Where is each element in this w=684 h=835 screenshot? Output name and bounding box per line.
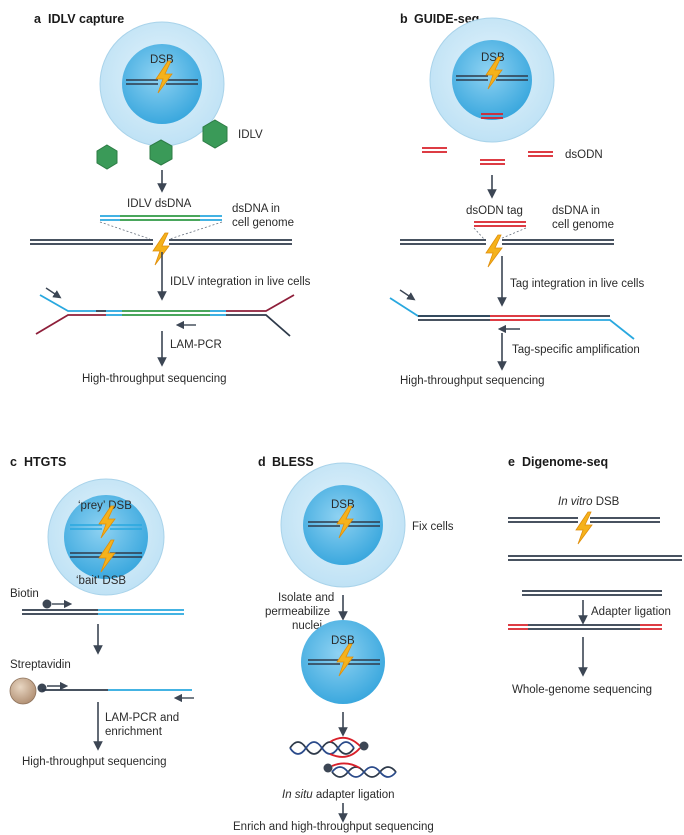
step-label-2: enrichment	[105, 726, 163, 738]
primer-arrow	[45, 287, 62, 299]
panel-b-title: GUIDE-seq	[414, 12, 479, 26]
dsb-dna	[508, 517, 660, 523]
genome-label-2: cell genome	[232, 217, 294, 229]
panel-d: d BLESS DSB Fix cells Isolate and permea…	[233, 455, 454, 833]
dsodn-tag-strand	[474, 221, 526, 227]
adapter-label: Adapter ligation	[591, 606, 671, 618]
dsb-label: DSB	[481, 52, 505, 64]
primer-arrow	[399, 289, 416, 301]
panel-c-letter: c	[10, 455, 17, 469]
isolate-label-2: permeabilize	[265, 606, 330, 618]
step-label-1: LAM-PCR and	[105, 712, 179, 724]
idlv-hex-icon	[149, 139, 173, 166]
dsb-dna	[126, 79, 198, 85]
helix-lower	[331, 762, 397, 778]
panel-d-letter: d	[258, 455, 266, 469]
in-vitro-label: In vitro DSB	[558, 496, 620, 508]
panel-e: e Digenome-seq In vitro DSB Adapter liga…	[508, 455, 682, 696]
streptavidin-label: Streptavidin	[10, 659, 71, 671]
dsodn-label: dsODN	[565, 149, 603, 161]
junction-dna	[22, 609, 184, 615]
panel-b: b GUIDE-seq DSB dsODN dsODN tag dsDNA in…	[389, 12, 644, 387]
prey-dsb-label: ‘prey’ DSB	[78, 500, 132, 512]
result-label: High-throughput sequencing	[400, 375, 545, 387]
panel-b-letter: b	[400, 12, 408, 26]
biotin-marker	[37, 683, 47, 693]
genomic-dna	[508, 555, 682, 561]
panel-d-title: BLESS	[272, 455, 314, 469]
streptavidin-bead	[9, 677, 37, 705]
fix-cells-label: Fix cells	[412, 521, 454, 533]
isolate-label-1: Isolate and	[278, 592, 334, 604]
fragment-dna	[522, 590, 662, 596]
lightning-icon	[152, 232, 170, 266]
idlv-hex-icon	[202, 119, 228, 149]
dsb-label: DSB	[150, 54, 174, 66]
integrated-dna	[389, 297, 635, 340]
result-label: Enrich and high-throughput sequencing	[233, 821, 434, 833]
genome-label-1: dsDNA in	[552, 205, 600, 217]
genome-label-1: dsDNA in	[232, 203, 280, 215]
dsodn-fragments	[422, 147, 553, 165]
idlv-label: IDLV	[238, 129, 263, 141]
dsb-dna	[308, 521, 380, 527]
panel-e-letter: e	[508, 455, 515, 469]
step1-label: IDLV integration in live cells	[170, 276, 311, 288]
genome-dna	[30, 239, 292, 245]
step2-label: Tag-specific amplification	[512, 344, 640, 356]
nucleus	[64, 495, 148, 579]
panel-a-title: IDLV capture	[48, 12, 124, 26]
dsodn-in-nucleus	[481, 113, 503, 119]
helix-upper	[289, 736, 361, 758]
biotin-label: Biotin	[10, 588, 39, 600]
panel-c: c HTGTS ‘prey’ DSB ‘bait’ DSB Biotin Str…	[9, 455, 194, 768]
dsb-label-1: DSB	[331, 499, 355, 511]
panel-e-title: Digenome-seq	[522, 455, 608, 469]
bait-dsb-label: ‘bait’ DSB	[76, 575, 126, 587]
genome-dna	[400, 239, 614, 245]
insertion-guides	[99, 221, 223, 240]
dsb-dna	[456, 75, 528, 81]
in-situ-label: In situ adapter ligation	[282, 789, 395, 801]
result-label: High-throughput sequencing	[22, 756, 167, 768]
step1-label: Tag integration in live cells	[510, 278, 644, 290]
integrated-dna	[35, 294, 295, 337]
idlv-hex-icon	[96, 144, 118, 170]
panel-c-title: HTGTS	[24, 455, 66, 469]
insertion-guides	[473, 227, 527, 240]
lightning-icon	[575, 511, 593, 545]
adapter-marker	[359, 741, 369, 751]
isolate-label-3: nuclei	[292, 620, 322, 632]
prey-dna	[70, 524, 142, 530]
adapter-marker	[323, 763, 333, 773]
step2-label: LAM-PCR	[170, 339, 222, 351]
panel-a-letter: a	[34, 12, 42, 26]
genome-label-2: cell genome	[552, 219, 614, 231]
result-label: High-throughput sequencing	[82, 373, 227, 385]
lightning-icon	[485, 234, 503, 268]
idlv-dsdna-label: IDLV dsDNA	[127, 198, 192, 210]
nucleus	[303, 485, 383, 565]
result-label: Whole-genome sequencing	[512, 684, 652, 696]
biotin-marker	[42, 599, 52, 609]
dsodn-tag-label: dsODN tag	[466, 205, 523, 217]
ligated-dna	[508, 624, 662, 630]
idlv-dsdna-strand	[100, 215, 222, 221]
dsb-dna	[308, 659, 380, 665]
panel-a: a IDLV capture DSB IDLV IDLV dsDNA dsDNA…	[30, 12, 311, 385]
